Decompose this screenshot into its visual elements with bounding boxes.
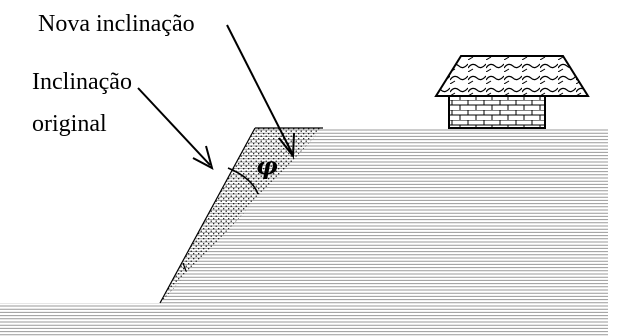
arrow-icon (226, 24, 295, 159)
original-slope-label-line1: Inclinação (32, 69, 132, 95)
fill-zone (160, 128, 323, 303)
original-slope-label-line2: original (32, 111, 107, 137)
angle-tick (182, 262, 187, 272)
angle-phi-label: φ (256, 151, 278, 180)
ground-hatching (0, 129, 608, 336)
new-slope-label: Nova inclinação (38, 11, 195, 37)
original-slope-line (159, 127, 256, 304)
arrow-icon (137, 87, 214, 170)
house-icon (434, 55, 590, 129)
angle-arc (227, 167, 259, 195)
